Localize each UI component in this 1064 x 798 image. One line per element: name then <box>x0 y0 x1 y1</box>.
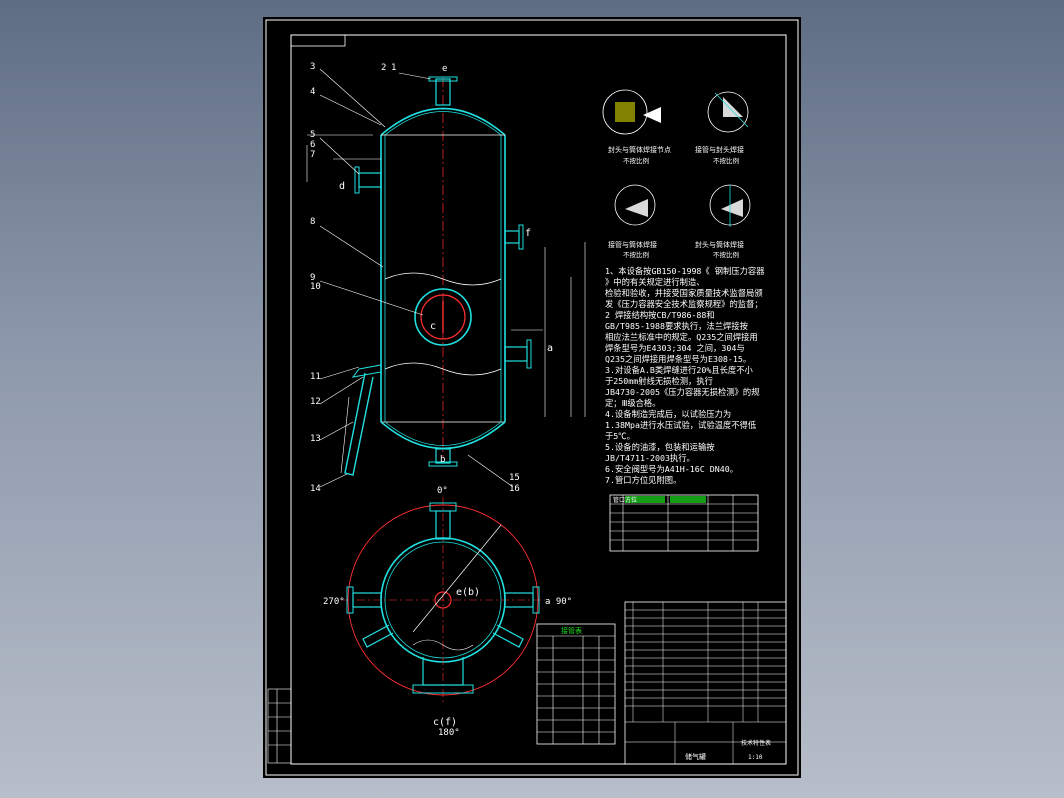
part-number-6: 6 <box>310 140 315 150</box>
note-line: GB/T985-1988要求执行，法兰焊接按 <box>605 321 748 331</box>
part-number-3: 3 <box>310 62 315 72</box>
note-line: 》中的有关规定进行制造、 <box>605 277 705 287</box>
orientation-table: 管口方位 <box>609 494 759 552</box>
part-number-5: 5 <box>310 130 315 140</box>
note-line: 发《压力容器安全技术监察规程》的监督； <box>605 299 763 309</box>
note-line: 1、本设备按GB150-1998《 钢制压力容器 <box>605 266 765 276</box>
plan-label-bottom-letter: c(f) <box>433 717 457 728</box>
elevation-view: 2 1 3 4 5 6 7 8 9 10 11 12 13 14 15 16 e… <box>306 62 586 494</box>
note-line: 于5℃。 <box>605 431 635 441</box>
detail-scale-2: 不按比例 <box>713 156 739 165</box>
plan-label-270deg: 270° <box>323 597 345 607</box>
drawing-scale: 1:10 <box>748 754 763 761</box>
note-line: JB/T4711-2003执行。 <box>605 453 695 463</box>
outer-frame <box>265 19 799 776</box>
nozzle-letter-c: c <box>430 321 436 332</box>
part-number-4: 4 <box>310 87 315 97</box>
part-number-1: 1 <box>391 63 396 73</box>
part-number-15: 15 <box>509 473 520 483</box>
detail-title-3: 接管与筒体焊接 <box>608 240 657 249</box>
detail-scale-4: 不按比例 <box>713 250 739 259</box>
title-block: 技术特性表 储气罐 1:10 <box>624 601 787 765</box>
nozzle-letter-b: b <box>440 455 445 465</box>
note-line: 焊条型号为E4303;304 之间，304与 <box>605 343 745 353</box>
detail-scale-3: 不按比例 <box>623 250 649 259</box>
part-number-11: 11 <box>310 372 321 382</box>
detail-views: 封头与筒体焊接节点 接管与封头焊接 接管与筒体焊接 封头与筒体焊接 不按比例 不… <box>602 89 751 259</box>
nozzle-letter-f: f <box>525 228 531 239</box>
note-line: 7.管口方位见附图。 <box>605 475 681 485</box>
drawing-sheet: 2 1 3 4 5 6 7 8 9 10 11 12 13 14 15 16 e… <box>263 17 801 778</box>
plan-label-center: e(b) <box>456 587 480 598</box>
detail-title-1: 封头与筒体焊接节点 <box>608 145 671 154</box>
orientation-table-title: 管口方位 <box>613 496 637 504</box>
part-number-13: 13 <box>310 434 321 444</box>
note-line: 相应法兰标准中的规定。Q235之间焊接用 <box>605 332 758 342</box>
part-number-14: 14 <box>310 484 321 494</box>
part-number-9: 9 <box>310 273 315 283</box>
part-number-7: 7 <box>310 150 315 160</box>
nozzle-letter-d: d <box>339 181 345 192</box>
technical-notes: 1、本设备按GB150-1998《 钢制压力容器 》中的有关规定进行制造、 检验… <box>605 266 765 485</box>
nozzle-table: 接管表 <box>536 623 616 745</box>
note-line: 1.38Mpa进行水压试验，试验温度不得低 <box>605 420 757 430</box>
note-line: 检验和验收，并接受国家质量技术监督局颁 <box>605 288 763 298</box>
detail-title-4: 封头与筒体焊接 <box>695 240 744 249</box>
engineering-drawing: 2 1 3 4 5 6 7 8 9 10 11 12 13 14 15 16 e… <box>265 19 799 776</box>
part-number-2: 2 <box>381 63 386 73</box>
drawing-name: 储气罐 <box>685 752 706 761</box>
part-number-16: 16 <box>509 484 520 494</box>
title-box <box>290 34 346 47</box>
note-line: 3.对设备A.B类焊缝进行20%且长度不小 <box>605 365 754 375</box>
inner-frame <box>290 34 787 765</box>
note-line: 于250mm射线无损检测，执行 <box>605 376 713 386</box>
note-line: JB4730-2005《压力容器无损检测》的规 <box>605 387 760 397</box>
note-line: 6.安全阀型号为A41H-16C DN40。 <box>605 464 738 474</box>
part-number-10: 10 <box>310 282 321 292</box>
revision-strip <box>267 688 292 764</box>
note-line: Q235之间焊接用焊条型号为E308-15。 <box>605 354 751 364</box>
detail-title-2: 接管与封头焊接 <box>695 145 744 154</box>
note-line: 定；Ⅲ级合格。 <box>605 398 661 408</box>
note-line: 5.设备的油漆，包装和运输按 <box>605 442 715 452</box>
nozzle-table-title: 接管表 <box>561 626 582 635</box>
detail-scale-1: 不按比例 <box>623 156 649 165</box>
nozzle-letter-e: e <box>442 64 447 74</box>
part-number-12: 12 <box>310 397 321 407</box>
tech-table-header: 技术特性表 <box>741 739 771 747</box>
nozzle-letter-a: a <box>547 343 553 354</box>
note-line: 4.设备制造完成后，以试验压力为 <box>605 409 731 419</box>
note-line: 2 焊接结构按CB/T986-88和 <box>605 310 715 320</box>
plan-view: 0° 270° a 90° e(b) c(f) 180° <box>323 486 572 738</box>
plan-label-90deg: a 90° <box>545 597 572 607</box>
plan-label-0deg: 0° <box>437 486 448 496</box>
part-number-8: 8 <box>310 217 315 227</box>
plan-label-bottom-angle: 180° <box>438 728 460 738</box>
